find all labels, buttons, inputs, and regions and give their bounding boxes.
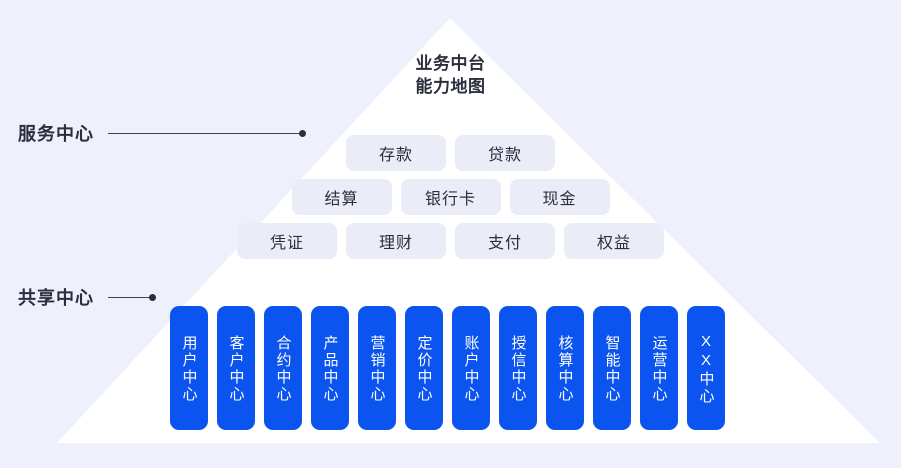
service-chip[interactable]: 存款 bbox=[346, 135, 446, 171]
service-chip[interactable]: 凭证 bbox=[237, 223, 337, 259]
shared-center-card[interactable]: 账户中心 bbox=[452, 306, 490, 430]
leader-service-center: 服务中心 bbox=[18, 120, 306, 146]
leader-service-center-label: 服务中心 bbox=[18, 124, 94, 144]
service-chip[interactable]: 理财 bbox=[346, 223, 446, 259]
shared-center-card[interactable]: 营销中心 bbox=[358, 306, 396, 430]
shared-center-card-label: 客户中心 bbox=[227, 335, 245, 403]
shared-center-card[interactable]: 合约中心 bbox=[264, 306, 302, 430]
shared-center-card[interactable]: 智能中心 bbox=[593, 306, 631, 430]
shared-center-card-label: XX中心 bbox=[697, 333, 715, 405]
service-row-1: 存款 贷款 bbox=[0, 135, 901, 171]
shared-center-card[interactable]: XX中心 bbox=[687, 306, 725, 430]
service-chip[interactable]: 贷款 bbox=[455, 135, 555, 171]
shared-center-card-label: 运营中心 bbox=[650, 335, 668, 403]
shared-center-card-label: 合约中心 bbox=[274, 335, 292, 403]
leader-line bbox=[108, 296, 150, 298]
diagram-title-line-1: 业务中台 bbox=[415, 54, 486, 73]
shared-center-card[interactable]: 运营中心 bbox=[640, 306, 678, 430]
shared-center-card-label: 用户中心 bbox=[180, 335, 198, 403]
shared-center-card-label: 账户中心 bbox=[462, 335, 480, 403]
shared-center-card-label: 营销中心 bbox=[368, 335, 386, 403]
diagram-title-line-2: 能力地图 bbox=[415, 77, 486, 96]
shared-center-cards: 用户中心 客户中心 合约中心 产品中心 营销中心 定价中心 账户中心 授信中心 … bbox=[170, 306, 725, 430]
shared-center-card[interactable]: 定价中心 bbox=[405, 306, 443, 430]
service-row-3: 凭证 理财 支付 权益 bbox=[0, 223, 901, 259]
leader-line bbox=[108, 132, 300, 134]
diagram-title: 业务中台 能力地图 bbox=[0, 52, 901, 98]
shared-center-card[interactable]: 客户中心 bbox=[217, 306, 255, 430]
shared-center-card-label: 授信中心 bbox=[509, 335, 527, 403]
service-chip[interactable]: 结算 bbox=[291, 179, 392, 215]
service-chip[interactable]: 现金 bbox=[509, 179, 610, 215]
leader-shared-center-label: 共享中心 bbox=[18, 288, 94, 308]
leader-shared-center: 共享中心 bbox=[18, 284, 156, 310]
shared-center-card[interactable]: 授信中心 bbox=[499, 306, 537, 430]
leader-dot bbox=[299, 129, 306, 137]
shared-center-card-label: 核算中心 bbox=[556, 335, 574, 403]
shared-center-card-label: 产品中心 bbox=[321, 335, 339, 403]
service-capability-rows: 存款 贷款 结算 银行卡 现金 凭证 理财 支付 权益 bbox=[0, 135, 901, 267]
shared-center-card-label: 智能中心 bbox=[603, 335, 621, 403]
shared-center-card[interactable]: 产品中心 bbox=[311, 306, 349, 430]
service-chip[interactable]: 银行卡 bbox=[400, 179, 501, 215]
service-row-2: 结算 银行卡 现金 bbox=[0, 179, 901, 215]
service-chip[interactable]: 支付 bbox=[455, 223, 555, 259]
shared-center-card-label: 定价中心 bbox=[415, 335, 433, 403]
shared-center-card[interactable]: 核算中心 bbox=[546, 306, 584, 430]
leader-dot bbox=[149, 293, 156, 301]
shared-center-card[interactable]: 用户中心 bbox=[170, 306, 208, 430]
service-chip[interactable]: 权益 bbox=[564, 223, 664, 259]
